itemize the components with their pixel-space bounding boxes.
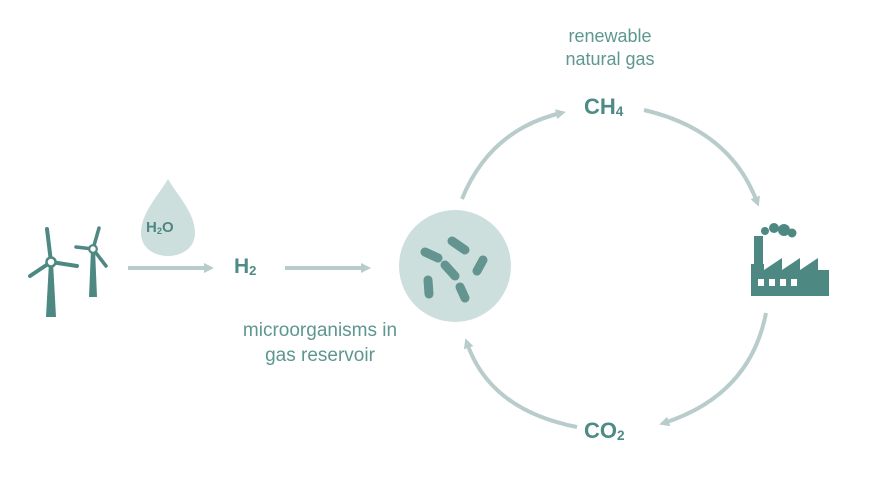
co2-subscript: 2	[617, 428, 625, 444]
hydrogen-subscript: 2	[249, 263, 257, 279]
arrow-co2-to-microbes	[463, 338, 578, 429]
water-subscript: 2	[156, 225, 163, 236]
microorganisms-label: microorganisms in gas reservoir	[225, 318, 415, 368]
renewable-gas-label: renewable natural gas	[540, 25, 680, 71]
arrow-microbes-to-methane	[460, 109, 566, 200]
factory-icon	[751, 223, 829, 296]
co2-formula: CO2	[584, 418, 625, 444]
methane-subscript: 4	[615, 104, 624, 120]
microorganisms-icon	[399, 210, 511, 322]
water-drop-icon	[141, 179, 195, 256]
water-formula: H2O	[146, 219, 174, 236]
methane-base: CH	[584, 94, 616, 119]
water-tail: O	[162, 219, 174, 236]
microorganisms-line1: microorganisms in	[242, 320, 398, 341]
co2-base: CO	[584, 418, 617, 443]
microorganisms-line2: gas reservoir	[265, 345, 375, 366]
renewable-gas-line2: natural gas	[565, 49, 655, 69]
arrow-methane-to-factory	[643, 108, 760, 207]
methane-formula: CH4	[584, 94, 623, 120]
water-base: H	[146, 219, 157, 236]
renewable-gas-line1: renewable	[568, 26, 652, 46]
hydrogen-formula: H2	[234, 255, 256, 279]
wind-turbines-icon	[28, 226, 108, 317]
hydrogen-base: H	[234, 255, 250, 278]
arrow-factory-to-co2	[659, 312, 768, 427]
